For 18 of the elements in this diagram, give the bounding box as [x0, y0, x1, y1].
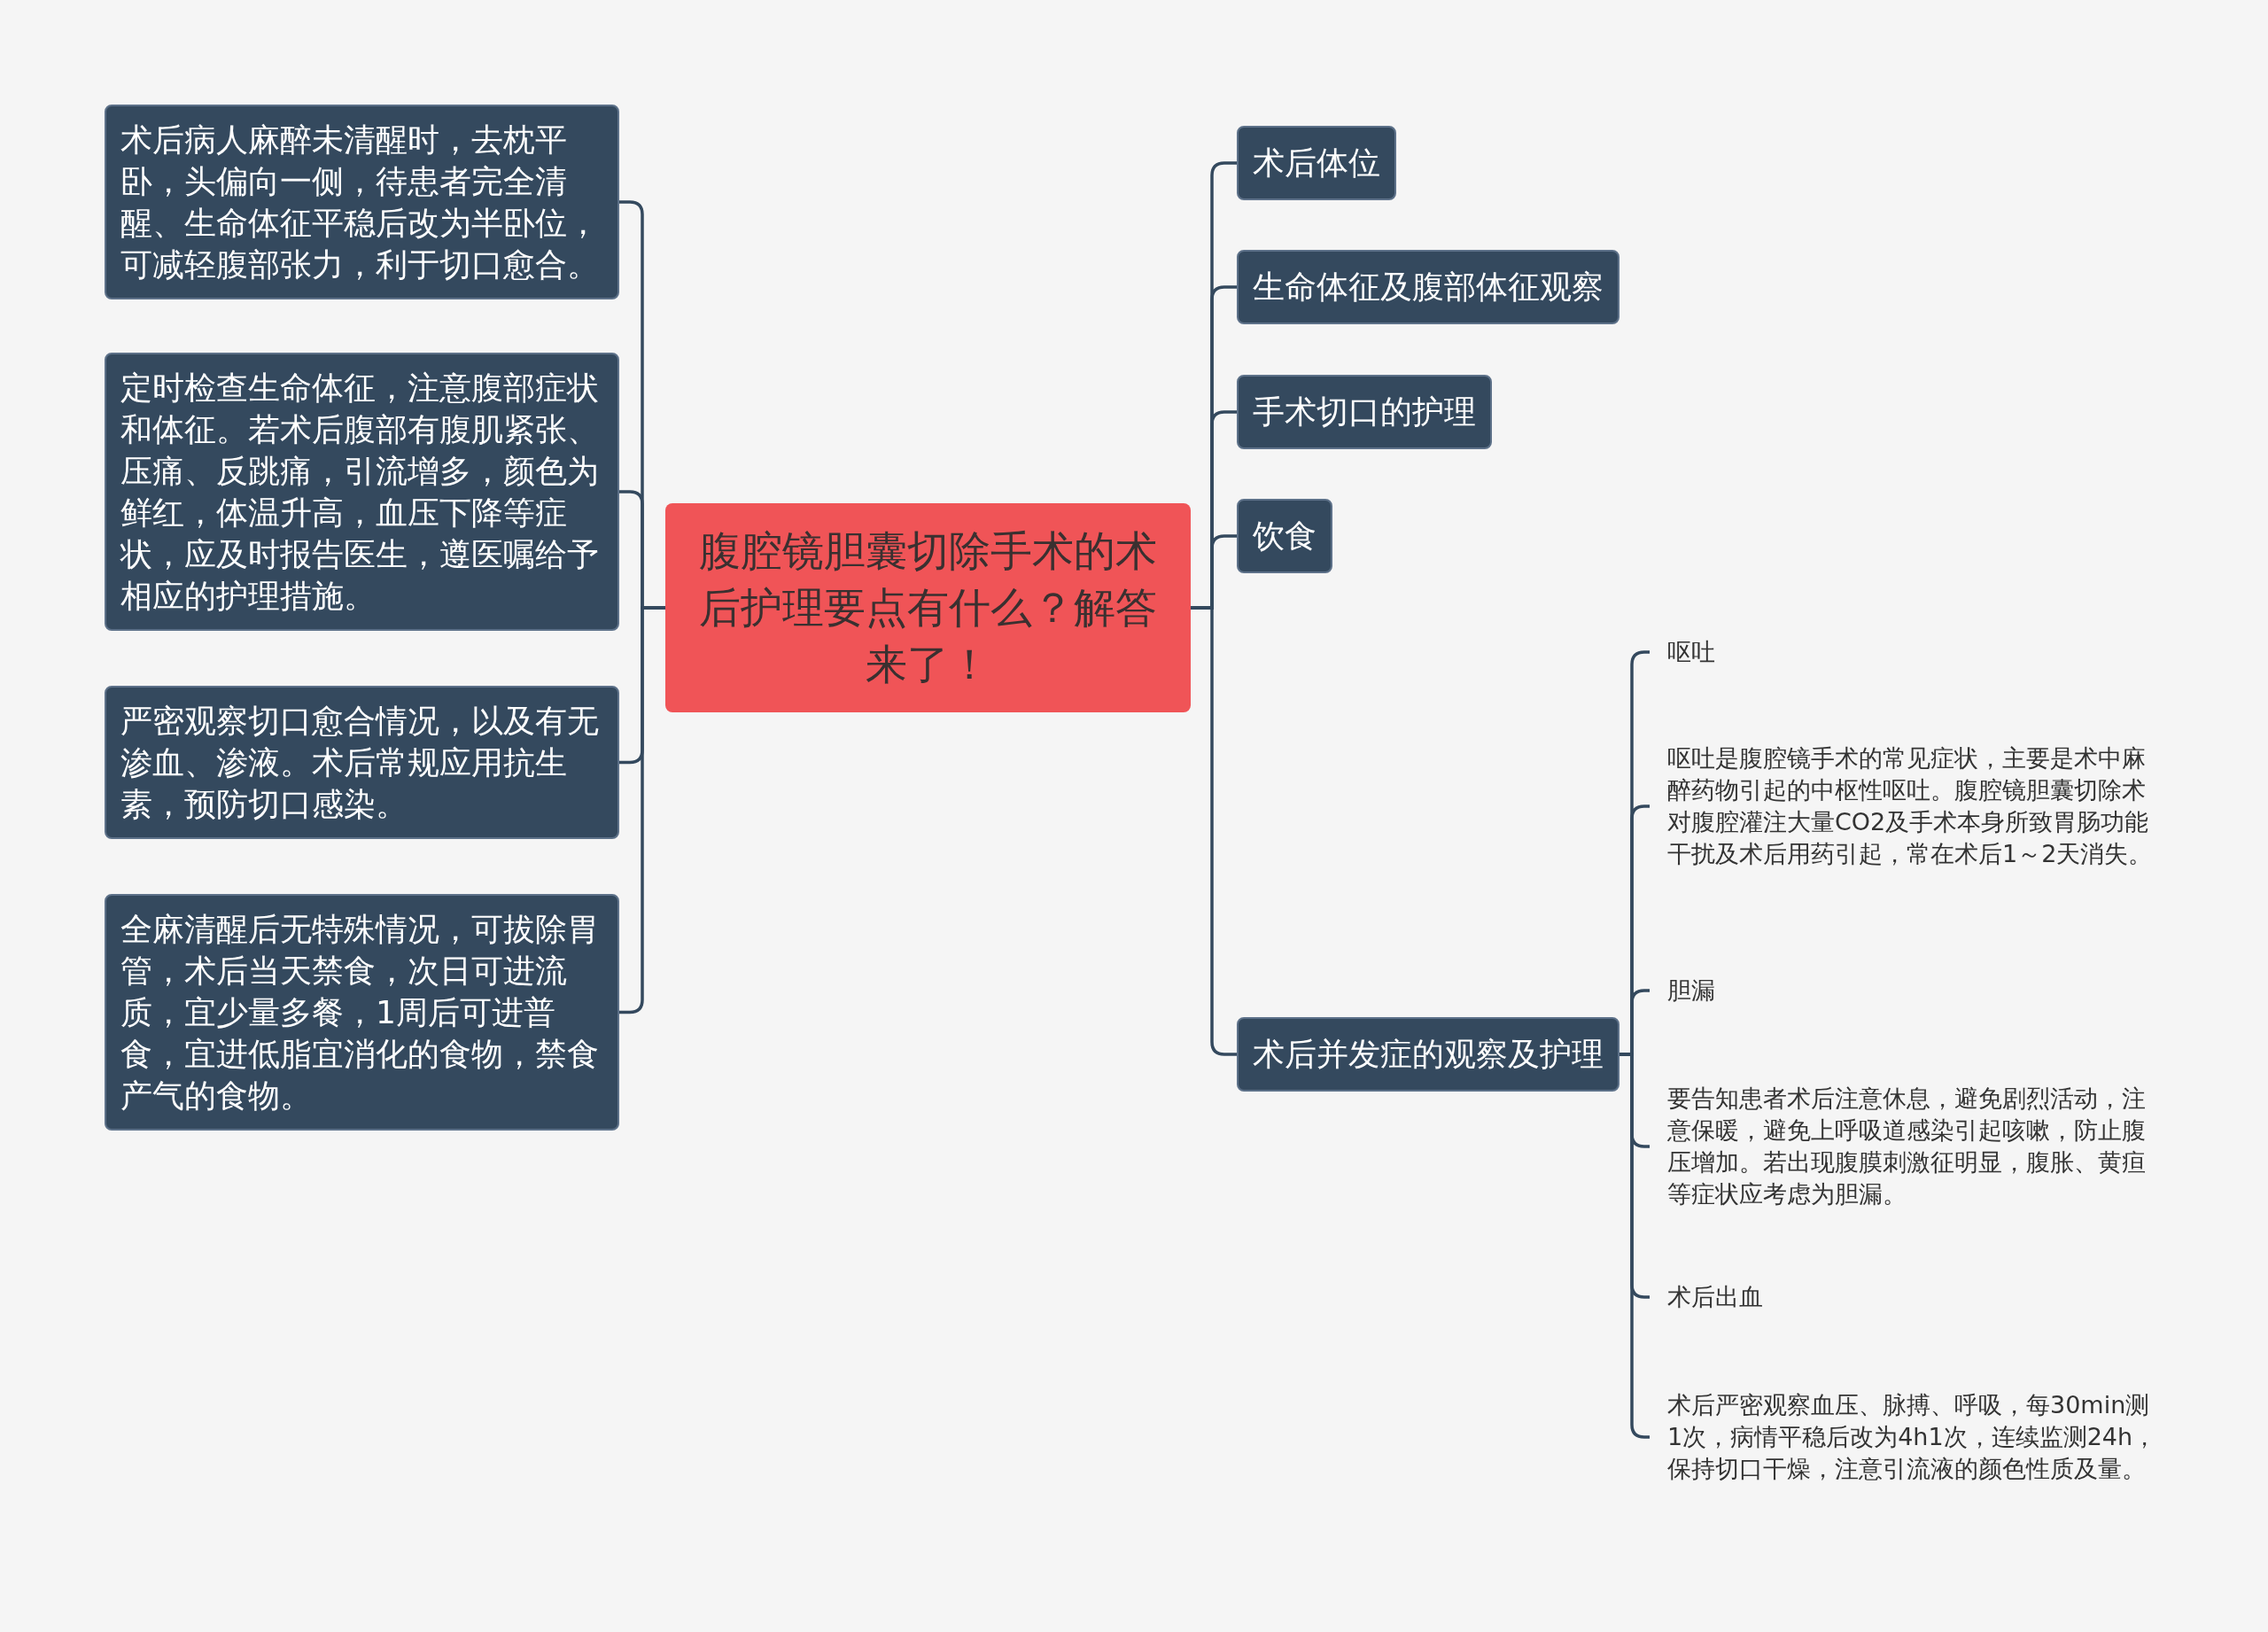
subtopic-text: 胆漏 — [1650, 975, 1715, 1006]
subtopic-text: 呕吐 — [1650, 636, 1715, 668]
connector-line — [1619, 1053, 1650, 1439]
central-topic-box: 腹腔镜胆囊切除手术的术后护理要点有什么？解答来了！ — [665, 503, 1191, 712]
note-box: 严密观察切口愈合情况，以及有无渗血、渗液。术后常规应用抗生素，预防切口感染。 — [105, 686, 619, 839]
topic-box: 生命体征及腹部体征观察 — [1237, 250, 1619, 324]
subtopic-text: 术后出血 — [1650, 1281, 1763, 1313]
note-box: 定时检查生命体征，注意腹部症状和体征。若术后腹部有腹肌紧张、压痛、反跳痛，引流增多，颜色为鲜红，体温升高，血压下降等症状，应及时报告医生，遵医嘱给予相应的护理措施。 — [105, 353, 619, 631]
description-text: 术后严密观察血压、脉搏、呼吸，每30min测1次，病情平稳后改为4h1次，连续监测24h，保持切口干燥，注意引流液的颜色性质及量。 — [1650, 1389, 2163, 1485]
note-box: 全麻清醒后无特殊情况，可拔除胃管，术后当天禁食，次日可进流质，宜少量多餐，1周后可进普食，宜进低脂宜消化的食物，禁食产气的食物。 — [105, 894, 619, 1131]
topic-box: 术后并发症的观察及护理 — [1237, 1017, 1619, 1092]
description-text: 呕吐是腹腔镜手术的常见症状，主要是术中麻醉药物引起的中枢性呕吐。腹腔镜胆囊切除术对腹腔灌注大量CO2及手术本身所致胃肠功能干扰及术后用药引起，常在术后1～2天消失。 — [1650, 742, 2163, 870]
description-text: 要告知患者术后注意休息，避免剧烈活动，注意保暖，避免上呼吸道感染引起咳嗽，防止腹压增加。若出现腹膜刺激征明显，腹胀、黄疸等症状应考虑为胆漏。 — [1650, 1083, 2163, 1210]
topic-box: 饮食 — [1237, 499, 1332, 573]
topic-box: 手术切口的护理 — [1237, 375, 1492, 449]
topic-box: 术后体位 — [1237, 126, 1396, 200]
note-box: 术后病人麻醉未清醒时，去枕平卧，头偏向一侧，待患者完全清醒、生命体征平稳后改为半卧位，可减轻腹部张力，利于切口愈合。 — [105, 105, 619, 299]
connector-line — [619, 606, 665, 1014]
